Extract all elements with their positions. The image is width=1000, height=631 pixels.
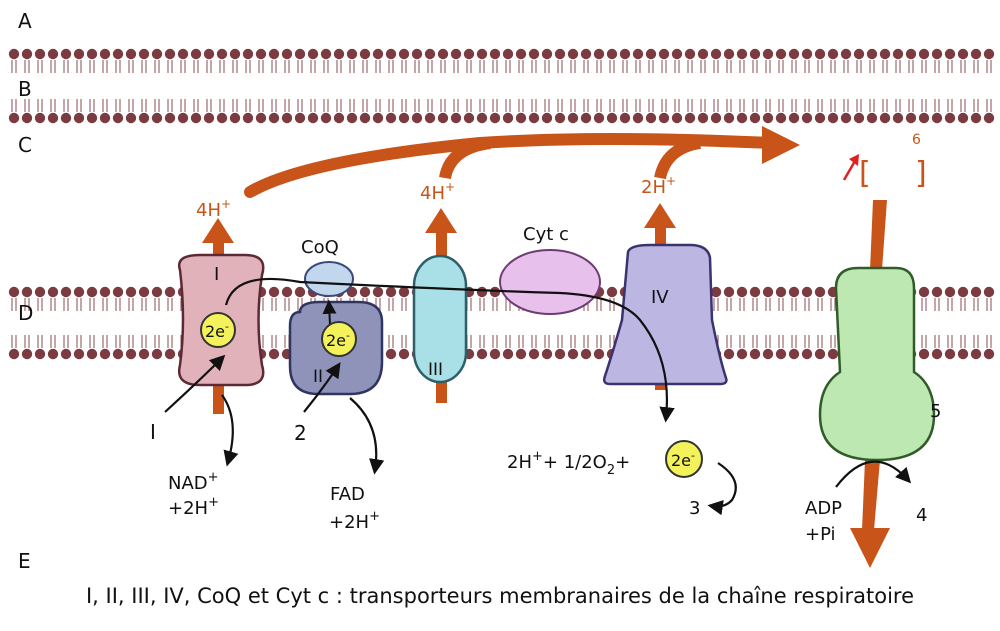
svg-text:2e-: 2e- <box>671 449 695 470</box>
complex-iii-label: III <box>428 360 443 380</box>
complex-iv <box>602 243 728 386</box>
adp-label: ADP <box>805 498 842 519</box>
cyt-c <box>499 249 601 315</box>
electron-path-ii-to-coq <box>322 299 337 326</box>
proton-flow-branch-iv <box>654 137 702 180</box>
nad-label: NAD+ <box>168 470 219 494</box>
nadh-oxidation-arrow <box>164 354 226 413</box>
label-4: 4 <box>916 505 927 526</box>
electron-transfer-path <box>224 277 675 423</box>
label-2: 2 <box>294 421 307 445</box>
atp-synthase-number: 5 <box>930 401 941 422</box>
label-3: 3 <box>689 498 700 519</box>
atp-synthase-proton-return <box>850 200 890 568</box>
zone-label-b: B <box>18 77 32 101</box>
zone-label-a: A <box>18 9 32 33</box>
nad-release-arrow <box>221 394 239 467</box>
bracket-open: [ <box>859 156 871 191</box>
electron-pair-complex-ii: 2e- <box>321 321 357 357</box>
complex-iv-label: IV <box>651 287 669 308</box>
proton-label-iii: 4H+ <box>420 180 455 204</box>
complex-ii-label: II <box>313 367 323 387</box>
coq-label: CoQ <box>301 237 339 258</box>
label-6: 6 <box>912 132 921 148</box>
pi-label: +Pi <box>805 524 836 545</box>
caption: I, II, III, IV, CoQ et Cyt c : transport… <box>85 584 914 608</box>
complex-i-label: I <box>214 264 219 285</box>
water-formation-arrow <box>707 462 737 516</box>
fad-release-arrow <box>349 397 385 475</box>
oxygen-reduction-equation: 2H++ 1/2O2+ <box>507 449 630 478</box>
fad-label: FAD <box>330 484 365 505</box>
proton-label-i: 4H+ <box>196 197 231 221</box>
nad-proton-label: +2H+ <box>168 495 219 519</box>
cyt-c-label: Cyt c <box>523 224 569 245</box>
fadh2-oxidation-arrow <box>303 362 341 413</box>
label-1: I <box>150 420 156 444</box>
proton-flow-arrowhead <box>762 126 800 164</box>
zone-label-d: D <box>18 301 33 325</box>
electron-pair-complex-i: 2e- <box>200 312 236 348</box>
atp-synthase <box>818 266 936 462</box>
zone-label-c: C <box>18 133 32 157</box>
proton-flow-branch-iii <box>439 137 491 180</box>
outer-membrane <box>8 48 995 124</box>
proton-label-iv: 2H+ <box>641 174 676 198</box>
fad-proton-label: +2H+ <box>329 509 380 533</box>
membranes <box>8 48 995 360</box>
svg-text:2e-: 2e- <box>326 329 350 350</box>
bracket-close: ] <box>915 156 927 191</box>
electron-pair-oxygen: 2e- <box>665 440 703 478</box>
zone-label-e: E <box>18 549 31 573</box>
red-up-arrow <box>842 154 859 181</box>
svg-text:2e-: 2e- <box>205 320 229 341</box>
coq <box>304 261 354 297</box>
atp-synthesis-arrow <box>835 460 912 488</box>
